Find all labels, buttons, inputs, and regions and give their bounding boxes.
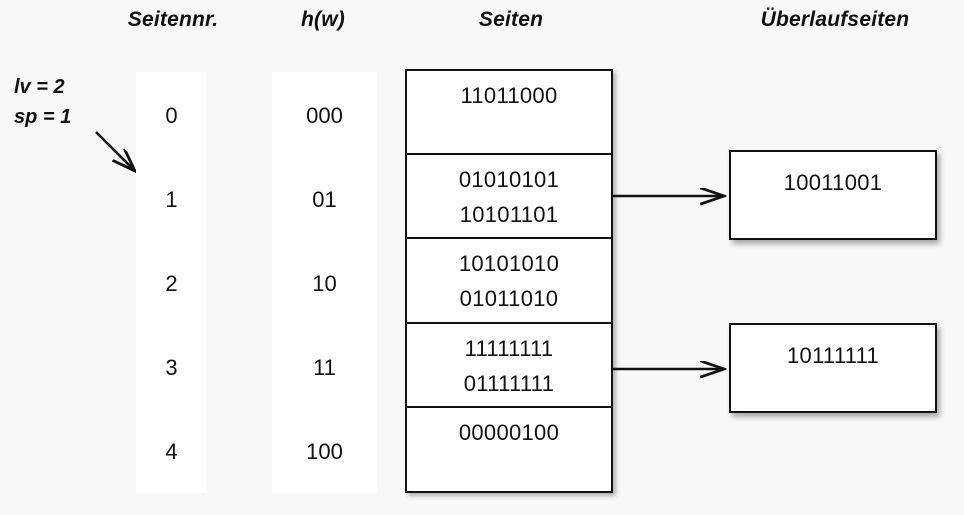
overflow-page-box: 10011001 [729, 150, 937, 240]
annotation-split-pointer-value: sp = 1 [14, 106, 72, 128]
hash-value-cell: 11 [313, 355, 336, 380]
record-value: 10011001 [783, 170, 883, 195]
pages-table: 11011000 01010101 10101101 10101010 0101… [405, 69, 613, 493]
page-row: 01010101 10101101 [407, 155, 611, 239]
hash-value-cell: 100 [306, 439, 343, 464]
page-number-cell: 4 [165, 439, 178, 464]
page-number-cell: 2 [165, 271, 178, 296]
record-value: 10101010 [458, 251, 560, 276]
record-value: 01011010 [459, 286, 559, 311]
page-row: 00000100 [407, 408, 611, 491]
hash-value-cell: 01 [312, 187, 337, 212]
overflow-connector-arrow-icon [611, 357, 733, 381]
overflow-connector-arrow-icon [611, 184, 733, 208]
page-number-cell: 0 [165, 103, 178, 128]
page-row: 11011000 [407, 71, 611, 155]
record-value: 01010101 [458, 167, 560, 192]
page-number-cell: 1 [165, 187, 178, 212]
hash-value-cell: 000 [306, 103, 343, 128]
column-header-pages: Seiten [478, 8, 544, 31]
page-row: 10101010 01011010 [407, 239, 611, 324]
record-value: 11011000 [460, 83, 558, 108]
record-value: 10101101 [459, 202, 559, 227]
column-header-overflow-pages: Überlaufseiten [760, 8, 910, 31]
column-header-page-number: Seitennr. [127, 8, 219, 31]
page-row: 11111111 01111111 [407, 324, 611, 408]
hash-value-column: 000 01 10 11 100 [272, 72, 377, 493]
page-number-column: 0 1 2 3 4 [136, 72, 207, 493]
record-value: 10111111 [786, 343, 880, 368]
record-value: 00000100 [458, 420, 560, 445]
record-value: 11111111 [464, 336, 554, 361]
annotation-level-value: lv = 2 [14, 76, 65, 98]
page-number-cell: 3 [165, 355, 178, 380]
column-header-hash-function: h(w) [301, 8, 345, 31]
overflow-page-box: 10111111 [729, 323, 937, 413]
record-value: 01111111 [463, 371, 555, 396]
level-split-annotation: lv = 2 sp = 1 [14, 72, 71, 132]
hash-value-cell: 10 [312, 271, 337, 296]
